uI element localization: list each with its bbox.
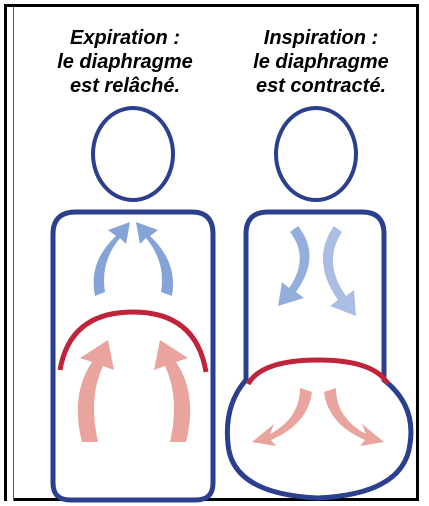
expiration-head <box>93 108 173 200</box>
expiration-figure <box>53 108 213 500</box>
inspiration-organ-arrow-right <box>324 388 384 446</box>
inspiration-figure <box>227 108 411 498</box>
expiration-air-arrow-right <box>136 222 173 296</box>
inspiration-torso-outline <box>227 212 411 498</box>
expiration-air-arrow-left <box>94 222 130 296</box>
inspiration-air-arrow-left <box>278 226 310 306</box>
expiration-organ-arrow-left <box>78 340 114 442</box>
expiration-diaphragm <box>60 312 206 372</box>
inspiration-organ-arrow-left <box>252 388 312 446</box>
inspiration-head <box>276 108 356 200</box>
expiration-organ-arrow-right <box>154 340 190 442</box>
expiration-torso-outline <box>53 212 213 500</box>
inspiration-diaphragm <box>248 360 388 384</box>
inspiration-air-arrow-right <box>323 226 356 316</box>
